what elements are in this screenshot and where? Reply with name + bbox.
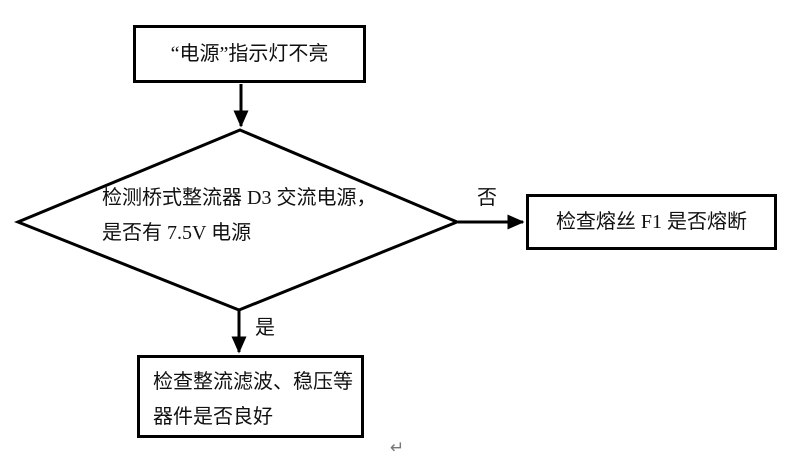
yes-branch-box-line1: 检查整流滤波、稳压等: [153, 371, 353, 393]
return-mark-artifact: ↵: [390, 438, 405, 458]
no-branch-box: 检查熔丝 F1 是否熔断: [526, 194, 777, 250]
branch-label-no: 否: [477, 187, 497, 209]
decision-diamond: [14, 128, 461, 312]
yes-branch-box: 检查整流滤波、稳压等 器件是否良好: [137, 355, 364, 438]
decision-text-line1: 检测桥式整流器 D3 交流电源，: [102, 187, 377, 209]
decision-text: 检测桥式整流器 D3 交流电源， 是否有 7.5V 电源: [102, 181, 376, 251]
start-box: “电源”指示灯不亮: [133, 25, 366, 83]
yes-branch-box-line2: 器件是否良好: [153, 406, 273, 428]
start-box-text: “电源”指示灯不亮: [170, 43, 329, 65]
branch-label-yes: 是: [255, 317, 275, 339]
no-branch-box-text: 检查熔丝 F1 是否熔断: [555, 211, 748, 233]
decision-text-line2: 是否有 7.5V 电源: [102, 222, 252, 244]
